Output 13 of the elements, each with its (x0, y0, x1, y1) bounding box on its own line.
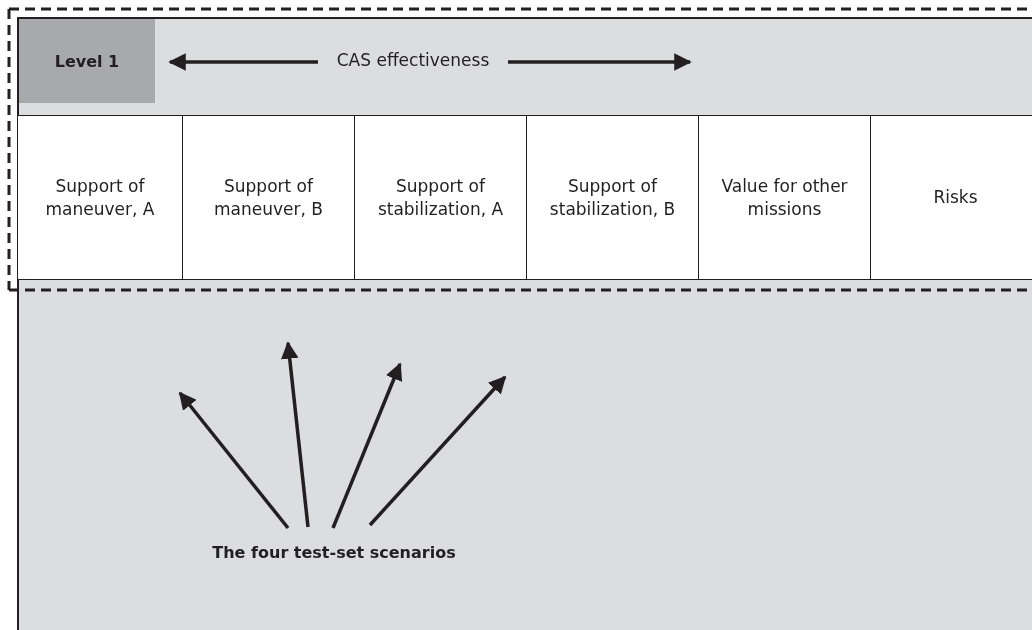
table-cell: Value for other missions (698, 115, 870, 280)
arrow (281, 341, 310, 528)
table-cell: Support of stabilization, A (354, 115, 526, 280)
arrow (331, 362, 403, 529)
table-cell: Support of maneuver, B (182, 115, 354, 280)
arrow (178, 391, 290, 530)
arrow (368, 375, 507, 527)
table-cell: Risks (870, 115, 1032, 280)
level-box: Level 1 (19, 19, 155, 103)
table-cell: Support of maneuver, A (17, 115, 182, 280)
caption-text: The four test-set scenarios (200, 543, 468, 567)
table-cell: Support of stabilization, B (526, 115, 698, 280)
axis-label: CAS effectiveness (335, 50, 491, 72)
